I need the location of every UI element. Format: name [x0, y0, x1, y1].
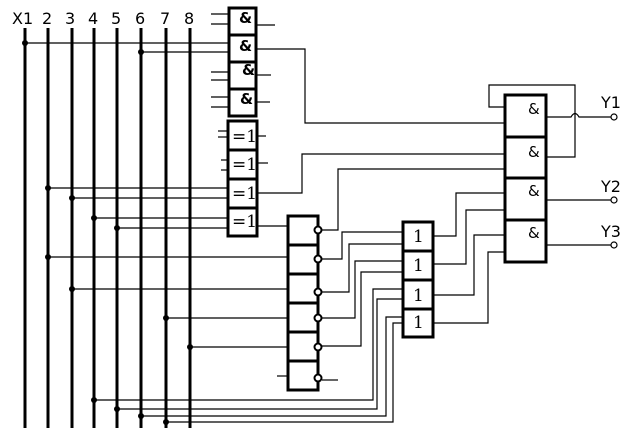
- or-block: 1 1 1 1: [401, 220, 435, 339]
- xor-2-label: =1: [232, 155, 257, 175]
- output-label-y2: Y2: [600, 177, 621, 196]
- output-label-y1: Y1: [600, 93, 621, 112]
- and-block-top: & & & &: [211, 6, 275, 118]
- wires: [25, 42, 611, 423]
- or-2-label: 1: [413, 256, 424, 276]
- inverter-bubble: [313, 287, 323, 297]
- and-top-3-label: &: [242, 61, 255, 79]
- output-terminal-y2: [610, 196, 618, 204]
- junction-dots: [22, 40, 193, 425]
- and-out-1-label: &: [528, 100, 540, 118]
- output-terminal-y1: [610, 113, 618, 121]
- and-out-3-label: &: [528, 182, 540, 200]
- input-label-6: 6: [135, 9, 145, 28]
- input-label-5: 5: [111, 9, 121, 28]
- and-block-output: & & & &: [503, 93, 548, 264]
- or-4-label: 1: [413, 313, 424, 333]
- output-label-y3: Y3: [600, 222, 621, 241]
- input-label-x1: X1: [12, 9, 33, 28]
- input-label-8: 8: [184, 9, 194, 28]
- xor-1-label: =1: [232, 127, 257, 147]
- input-label-3: 3: [65, 9, 75, 28]
- xor-3-label: =1: [232, 184, 257, 204]
- and-out-2-label: &: [528, 143, 540, 161]
- and-out-4-label: &: [528, 224, 540, 242]
- input-label-2: 2: [42, 9, 52, 28]
- inverter-block: [277, 214, 338, 392]
- or-1-label: 1: [413, 227, 424, 247]
- input-label-7: 7: [160, 9, 170, 28]
- inverter-bubble: [313, 342, 323, 352]
- and-top-1-label: &: [239, 9, 252, 27]
- and-top-4-label: &: [240, 90, 253, 108]
- inverter-bubble: [313, 254, 323, 264]
- inverter-bubble: [313, 373, 323, 383]
- inverter-bubble: [313, 313, 323, 323]
- and-top-2-label: &: [239, 37, 252, 55]
- xor-block: =1 =1 =1 =1: [218, 119, 268, 238]
- xor-4-label: =1: [232, 212, 257, 232]
- or-3-label: 1: [413, 286, 424, 306]
- input-label-4: 4: [88, 9, 98, 28]
- output-terminal-y3: [610, 241, 618, 249]
- inverter-bubble: [313, 225, 323, 235]
